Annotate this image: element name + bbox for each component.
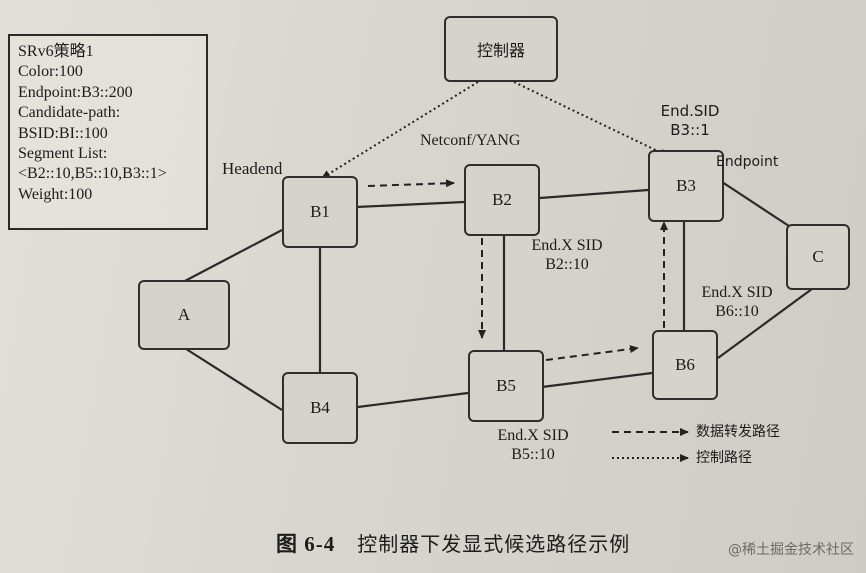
policy-line: Segment List: [18,145,108,163]
policy-line: Endpoint:B3::200 [18,83,133,101]
figure-number: 图 6-4 [276,532,336,556]
controller-node: 控制器 [444,16,558,82]
physical-links [182,177,817,411]
link-b5-b6 [541,371,653,389]
policy-line: <B2::10,B5::10,B3::1> [18,165,167,183]
b2-sid-type: End.X SID [531,237,603,254]
b3-sid-value: B3::1 [670,121,710,139]
b3-sid-label: End.SID B3::1 [660,102,720,140]
link-b2-b3 [539,188,649,200]
policy-line: Weight:100 [18,185,93,203]
node-b6: B6 [652,330,718,400]
node-b2: B2 [464,164,540,236]
link-b6-c [717,285,817,359]
node-b1: B1 [282,176,358,248]
b5-sid-type: End.X SID [497,427,569,444]
node-b5: B5 [468,350,544,422]
data-arrow-b5-b6 [545,345,639,361]
b5-sid-label: End.X SID B5::10 [490,426,576,464]
b6-sid-type: End.X SID [701,284,773,301]
node-b3: B3 [648,150,724,222]
node-c: C [786,224,850,290]
b6-sid-label: End.X SID B6::10 [696,283,778,321]
control-arrow-to-b1 [321,81,479,179]
srv6-policy-box: SRv6策略1 Color:100 Endpoint:B3::200 Candi… [8,34,208,230]
policy-line: Color:100 [18,63,83,81]
b2-sid-label: End.X SID B2::10 [526,236,608,274]
figure-caption: 图 6-4 控制器下发显式候选路径示例 [276,528,630,558]
link-b3-c [715,177,793,229]
b3-sid-type: End.SID [660,102,720,120]
watermark: @稀土掘金技术社区 [728,542,854,558]
b6-sid-value: B6::10 [715,303,759,320]
policy-line: BSID:BI::100 [18,124,108,142]
link-b1-b2 [355,200,465,209]
data-arrow-b1-b2 [367,179,455,188]
policy-line: Candidate-path: [18,104,121,122]
data-forwarding-path [367,179,668,361]
headend-label: Headend [222,159,283,178]
netconf-yang-label: Netconf/YANG [420,132,521,149]
b5-sid-value: B5::10 [511,446,555,463]
node-b4: B4 [282,372,358,444]
policy-line: SRv6策略1 [18,43,94,60]
control-arrow-to-b3 [513,81,669,157]
node-a: A [138,280,230,350]
endpoint-label: Endpoint [716,154,779,170]
legend-control-path-label: 控制路径 [696,450,752,466]
link-a-b4 [182,346,283,411]
link-a-b1 [182,229,283,283]
legend-data-path-label: 数据转发路径 [696,424,780,440]
control-path [321,81,669,179]
link-b4-b5 [357,391,469,409]
b2-sid-value: B2::10 [545,256,589,273]
figure-title: 控制器下发显式候选路径示例 [357,532,631,556]
